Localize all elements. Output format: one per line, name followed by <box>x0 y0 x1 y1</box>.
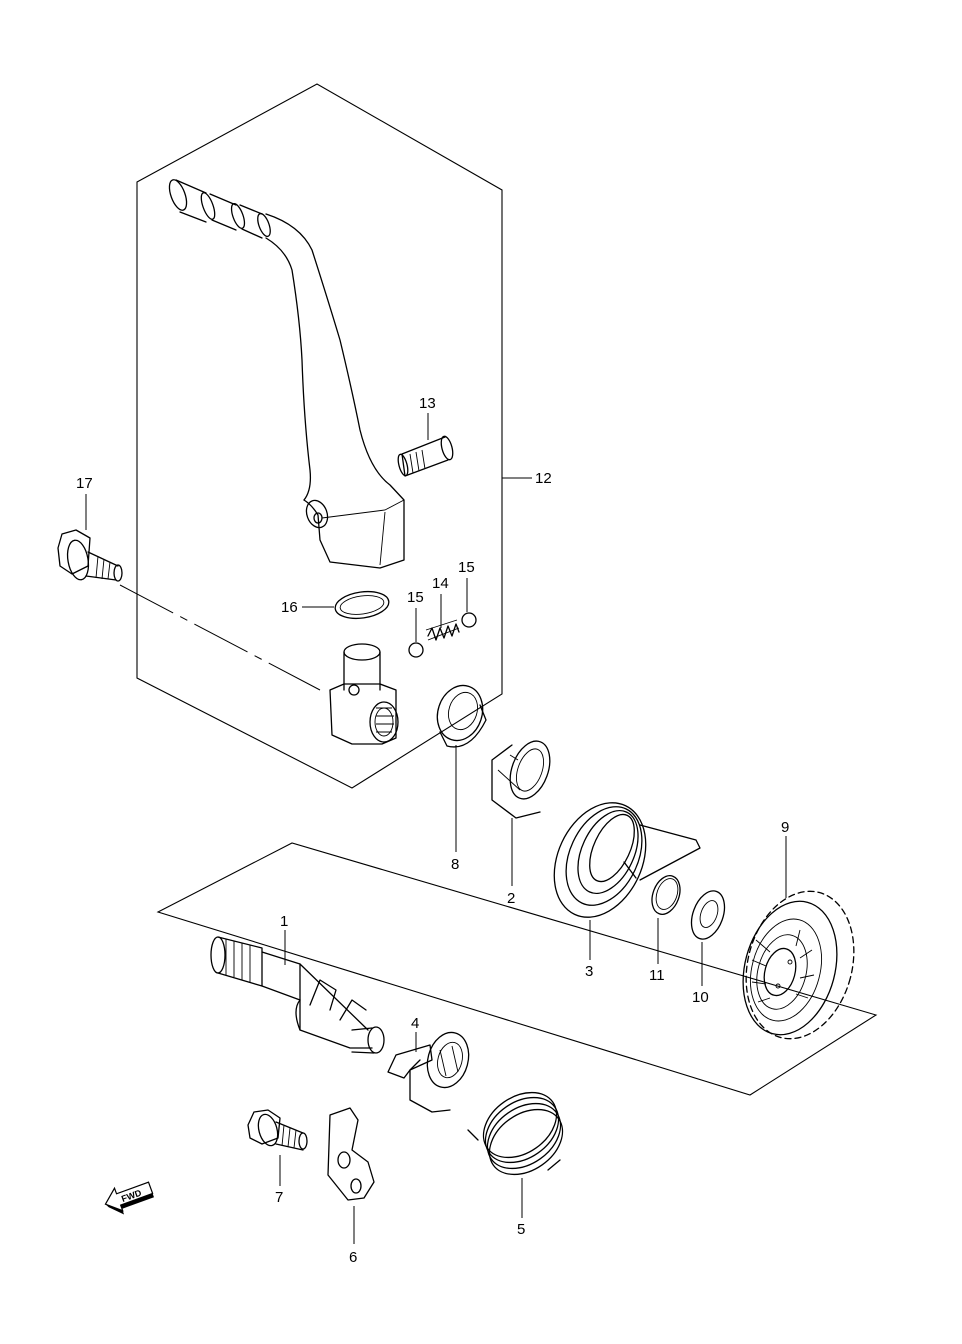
oil-seal <box>436 684 487 748</box>
callout-12: 12 <box>535 470 552 487</box>
callout-10: 10 <box>692 989 709 1006</box>
kick-shaft-assembly-frame <box>156 842 878 1096</box>
callout-16: 16 <box>281 599 298 616</box>
kick-starter-lever <box>168 179 405 569</box>
callout-6: 6 <box>349 1249 357 1266</box>
idle-gear <box>742 890 855 1040</box>
callout-11: 11 <box>649 967 665 984</box>
callout-13: 13 <box>419 395 436 412</box>
detent-ball-right <box>461 612 477 628</box>
washer <box>690 890 726 940</box>
bolt-alignment-line <box>119 584 321 691</box>
callout-5: 5 <box>517 1221 525 1238</box>
kick-lever-assembly-frame <box>136 83 503 789</box>
leader-lines <box>85 413 787 1244</box>
callout-1: 1 <box>280 913 288 930</box>
callout-labels: 1 2 3 4 5 6 7 8 9 10 11 12 13 14 15 15 1… <box>76 395 789 1266</box>
ratchet <box>387 1031 470 1113</box>
callout-4: 4 <box>411 1015 419 1032</box>
callout-3: 3 <box>585 963 593 980</box>
callout-15-right: 15 <box>458 559 475 576</box>
callout-2: 2 <box>507 890 515 907</box>
kick-shaft <box>210 936 385 1054</box>
lever-pin <box>397 435 454 477</box>
guide-plate <box>327 1107 375 1201</box>
callout-14: 14 <box>432 575 449 592</box>
detent-spring <box>425 619 460 641</box>
flange-bolt <box>57 529 123 582</box>
forward-arrow-icon: FWD <box>104 1181 154 1215</box>
ratchet-spring <box>467 1091 564 1176</box>
bushing <box>491 740 551 819</box>
callout-17: 17 <box>76 475 93 492</box>
callout-15-left: 15 <box>407 589 424 606</box>
callout-7: 7 <box>275 1189 283 1206</box>
kick-spring <box>553 802 701 918</box>
circlip <box>651 875 681 915</box>
callout-9: 9 <box>781 819 789 836</box>
small-bolt <box>247 1109 308 1151</box>
lever-boss <box>329 643 399 745</box>
detent-ball-left <box>408 642 424 658</box>
o-ring <box>334 590 390 620</box>
callout-8: 8 <box>451 856 459 873</box>
